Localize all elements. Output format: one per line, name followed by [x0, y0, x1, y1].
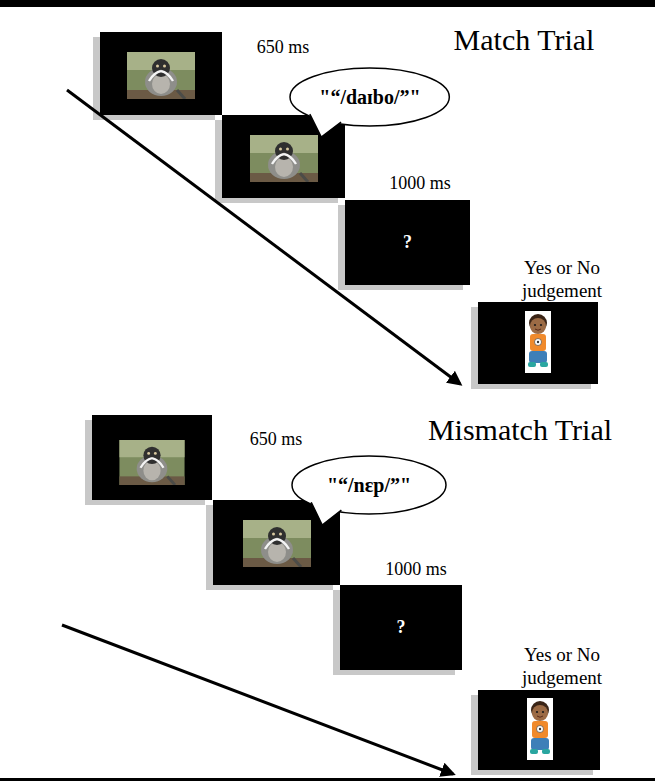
- duration-label: 650 ms: [250, 429, 303, 451]
- spoken-word: "“/nɛp/”": [327, 474, 411, 497]
- duration-label: 1000 ms: [385, 559, 447, 581]
- monkey-photo: [127, 52, 195, 99]
- response-label: Yes or No judgement: [497, 257, 627, 303]
- monkey-photo: [250, 135, 318, 182]
- bubble-tail: [310, 114, 341, 137]
- speech-bubble: "“/nɛp/”": [291, 455, 447, 515]
- child-cartoon: [525, 311, 551, 373]
- screen-box: ?: [345, 200, 470, 285]
- prompt-mark: ?: [397, 617, 406, 638]
- screen: [478, 690, 600, 770]
- trial-title: Mismatch Trial: [428, 412, 612, 448]
- prompt-mark: ?: [403, 232, 412, 253]
- child-cartoon: [527, 698, 553, 760]
- screen-box: ?: [340, 585, 462, 670]
- bubble-tail: [311, 502, 341, 525]
- speech-bubble: "“/daɪbo/”": [289, 67, 450, 127]
- duration-label: 1000 ms: [389, 173, 451, 195]
- monkey-photo: [243, 520, 311, 567]
- trial-title: Match Trial: [454, 22, 595, 58]
- duration-label: 650 ms: [257, 37, 310, 59]
- screen: [100, 32, 222, 115]
- screen: [222, 115, 345, 198]
- screen: [478, 302, 598, 384]
- response-label: Yes or No judgement: [497, 644, 627, 690]
- screen: [92, 415, 212, 500]
- bottom-rule: [0, 778, 655, 781]
- monkey-photo: [119, 440, 184, 485]
- spoken-word: "“/daɪbo/”": [319, 86, 420, 109]
- top-rule: [0, 0, 655, 7]
